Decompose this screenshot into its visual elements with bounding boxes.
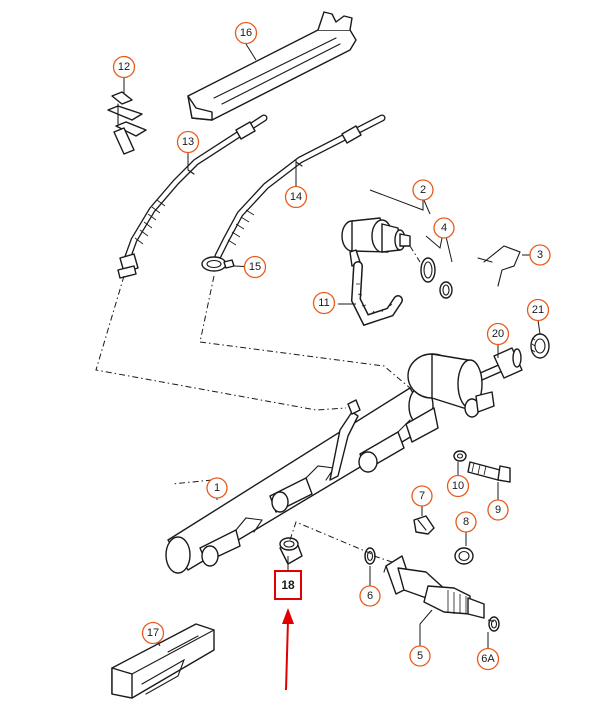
highlight-label: 18: [281, 578, 295, 592]
callout-1: 1: [206, 477, 228, 499]
callout-6a: 6A: [476, 647, 500, 671]
callout-2: 2: [412, 179, 434, 201]
callout-circle: [529, 244, 551, 266]
part-14-hose: [214, 114, 386, 260]
callout-5: 5: [409, 645, 431, 667]
callout-label: 7: [419, 490, 425, 502]
callout-circle: [486, 322, 510, 346]
part-10-washer: [453, 450, 467, 462]
callout-circle: [141, 621, 165, 645]
callout-13: 13: [176, 130, 200, 154]
callout-circle: [234, 21, 258, 45]
callout-label: 13: [182, 136, 194, 148]
part-1-fuel-rail: [165, 353, 495, 574]
part-15-clamp: [201, 256, 235, 272]
callout-circle: [476, 647, 500, 671]
callout-14: 14: [284, 185, 308, 209]
part-18-fitting: [279, 537, 303, 565]
red-arrow: [282, 608, 294, 691]
callout-circle: [433, 217, 455, 239]
callout-label: 1: [214, 482, 220, 494]
callout-4: 4: [433, 217, 455, 239]
part-17-bracket: [111, 623, 215, 699]
part-16-cover: [187, 11, 357, 121]
callout-circle: [284, 185, 308, 209]
part-6a-seal: [488, 616, 500, 632]
callout-circle: [176, 130, 200, 154]
part-3-retaining-clip: [477, 245, 521, 287]
callout-circle: [411, 485, 433, 507]
callout-20: 20: [486, 322, 510, 346]
part-7-clip: [413, 515, 435, 535]
callout-15: 15: [243, 255, 267, 279]
callout-circle: [409, 645, 431, 667]
callout-7: 7: [411, 485, 433, 507]
part-5-injector: [383, 555, 485, 619]
callout-9: 9: [487, 499, 509, 521]
callout-circle: [455, 511, 477, 533]
callout-label: 10: [452, 480, 464, 492]
callout-label: 14: [290, 191, 302, 203]
callout-label: 8: [463, 516, 469, 528]
callout-8: 8: [455, 511, 477, 533]
callout-circle: [243, 255, 267, 279]
callout-label: 12: [118, 61, 130, 73]
callout-label: 5: [417, 650, 423, 662]
callout-circle: [446, 474, 470, 498]
part-20-sensor: [477, 347, 523, 381]
highlight-18: 18: [274, 570, 302, 600]
callout-6: 6: [359, 585, 381, 607]
assembly-lines: [95, 245, 497, 623]
callout-circle: [206, 477, 228, 499]
part-9-bolt: [467, 461, 511, 483]
callout-circle: [487, 499, 509, 521]
callout-label: 4: [441, 222, 447, 234]
callout-label: 16: [240, 27, 252, 39]
part-6-seal: [364, 547, 376, 565]
callout-label: 20: [492, 328, 504, 340]
callout-circle: [526, 298, 550, 322]
callout-circle: [112, 55, 136, 79]
part-21-cap: [530, 333, 550, 359]
part-13-hose: [117, 114, 268, 279]
callout-label: 2: [420, 184, 426, 196]
callout-label: 6A: [481, 653, 495, 665]
callout-label: 3: [537, 249, 543, 261]
part-11-vacuum-hose: [350, 261, 403, 327]
callout-21: 21: [526, 298, 550, 322]
callout-circle: [359, 585, 381, 607]
callout-label: 21: [532, 304, 544, 316]
callout-label: 11: [318, 297, 329, 309]
callout-10: 10: [446, 474, 470, 498]
callout-17: 17: [141, 621, 165, 645]
callout-3: 3: [529, 244, 551, 266]
callout-circle: [412, 179, 434, 201]
part-4-o-rings: [420, 257, 453, 299]
callout-label: 6: [367, 590, 373, 602]
callout-circle: [312, 291, 336, 315]
callout-label: 17: [147, 627, 159, 639]
callout-16: 16: [234, 21, 258, 45]
callout-label: 15: [249, 261, 261, 273]
callout-11: 11: [312, 291, 336, 315]
callout-label: 9: [495, 504, 501, 516]
part-2-pressure-regulator: [341, 217, 411, 267]
part-8-o-ring: [454, 547, 474, 565]
callout-12: 12: [112, 55, 136, 79]
part-12-clip: [107, 91, 147, 155]
